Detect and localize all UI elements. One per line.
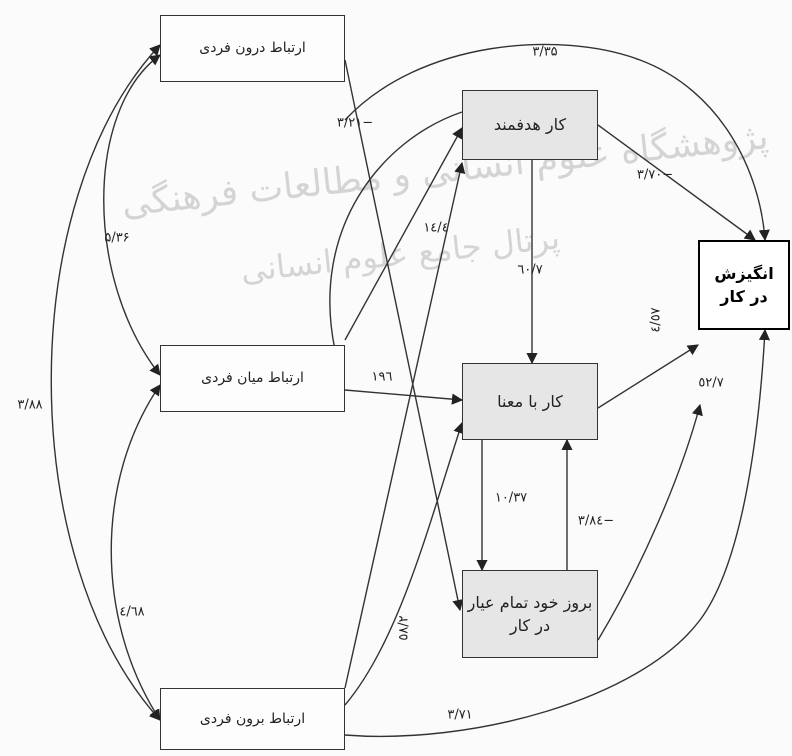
coef-inter-extra: ٤/٦۸ [119,604,145,620]
edge-intra-extra [50,44,161,721]
edge-inter-meaningful [344,389,464,405]
coef-purposeful-motivation: −۳/۷۰ [636,167,674,183]
node-intrapersonal-communication: ارتباط درون فردی [160,15,345,82]
edge-purposeful-motivation [597,124,756,241]
coef-intra-motivation: ۳/۳۵ [532,44,558,60]
node-interpersonal-communication: ارتباط میان فردی [160,345,345,412]
node-extrapersonal-communication: ارتباط برون فردی [160,688,345,750]
node-full-self-expression: بروز خود تمام عیار در کار [462,570,598,658]
coef-selfexpr-meaningful: −۳/۸٤ [577,513,615,529]
edge-intra-inter [103,54,161,376]
coef-purposeful-meaningful: ۷/٦۰ [517,262,543,278]
edge-meaningful-motivation [597,344,699,409]
coef-extra-motivation: ۳/۷۱ [447,707,473,723]
coef-meaningful-selfexpr: ۱۰/۳۷ [494,490,528,506]
edge-inter-arc [329,111,463,351]
edge-extra-motivation [344,328,771,738]
edge-extra-purposeful [344,161,466,689]
coef-inter-purposeful: ٤/۱٤ [423,220,449,236]
node-purposeful-work: کار هدفمند [462,90,598,160]
edge-intra-selfexpr [344,59,464,612]
coef-selfexpr-motivation: ۷/٥۲ [698,375,724,391]
edge-inter-purposeful [344,127,463,341]
coef-intra-selfexpr: −۳/۲۱ [336,115,374,131]
coef-meaningful-motivation: ٥۷/٤ [648,307,664,333]
coef-intra-extra: ۳/۸۸ [17,397,43,413]
edge-extra-meaningful [344,421,465,706]
node-meaningful-work: کار با معنا [462,363,598,440]
coef-inter-meaningful: ۱۹٦ [371,369,393,385]
edge-inter-extra [110,384,161,721]
coef-intra-inter: ۵/۳۶ [104,230,130,246]
edge-intra-motivation [344,43,770,242]
edge-selfexpr-motivation [597,403,703,641]
coef-extra-meaningful: ۲/٥۸ [396,615,412,641]
node-work-motivation: انگیزش در کار [698,240,790,330]
